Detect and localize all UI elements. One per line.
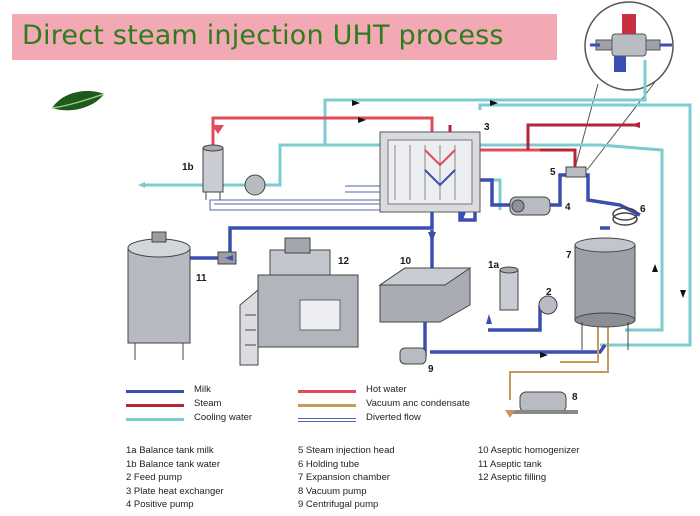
legend-label: Milk: [194, 384, 211, 395]
label-7: 7: [566, 250, 572, 261]
component-item: 1a Balance tank milk: [126, 445, 214, 456]
cooling-water-lines: [145, 60, 692, 347]
legend-swatch: [126, 390, 184, 393]
aseptic-tank: [127, 231, 237, 360]
label-1a: 1a: [488, 260, 500, 271]
balance-tank-water: [202, 144, 224, 200]
legend-label: Diverted flow: [366, 412, 421, 423]
component-item: 8 Vacuum pump: [298, 485, 367, 497]
vacuum-pump: [508, 391, 578, 414]
legend-swatch: [298, 404, 356, 407]
legend-swatch: [298, 418, 356, 422]
flow-arrows: [138, 100, 686, 418]
positive-pump: [509, 196, 551, 216]
label-6: 6: [640, 204, 646, 215]
label-1b: 1b: [182, 162, 194, 173]
component-item: 4 Positive pump: [126, 499, 194, 510]
label-10: 10: [400, 256, 412, 267]
legend-swatch: [298, 390, 356, 393]
component-list-col2: 5 Steam injection head 6 Holding tube 7 …: [298, 444, 395, 512]
component-item: 1b Balance tank water: [126, 458, 221, 470]
vacuum-lines: [509, 325, 609, 400]
label-4: 4: [565, 202, 571, 213]
diverted-flow-lines: [209, 185, 460, 211]
component-item: 10 Aseptic homogenizer: [478, 445, 580, 456]
component-item: 11 Aseptic tank: [478, 458, 542, 470]
centrifugal-pump: [399, 347, 427, 365]
legend-label: Vacuum anc condensate: [366, 398, 470, 409]
component-item: 2 Feed pump: [126, 472, 182, 483]
label-3: 3: [484, 122, 490, 133]
pump-1b: [244, 174, 266, 196]
title-banner: Direct steam injection UHT process: [12, 14, 557, 60]
balance-tank-milk: [499, 266, 519, 311]
aseptic-filling: [239, 237, 359, 366]
component-item: 9 Centrifugal pump: [298, 499, 379, 510]
diagram-title: Direct steam injection UHT process: [22, 20, 504, 51]
component-item: 7 Expansion chamber: [298, 472, 390, 483]
label-12: 12: [338, 256, 350, 267]
feed-pump: [538, 295, 558, 315]
leaf-decoration: [51, 90, 104, 111]
label-5: 5: [550, 167, 556, 178]
label-9: 9: [428, 364, 434, 375]
expansion-chamber: [574, 237, 636, 350]
component-list-col1: 1a Balance tank milk 1b Balance tank wat…: [126, 444, 224, 512]
steam-injection-head: [565, 166, 587, 178]
label-2: 2: [546, 287, 552, 298]
legend-label: Hot water: [366, 384, 407, 395]
injection-head-detail: [584, 1, 674, 91]
holding-tube: [612, 207, 638, 226]
label-11: 11: [196, 273, 207, 284]
aseptic-homogenizer: [378, 267, 472, 323]
legend-swatch: [126, 404, 184, 407]
hot-water-lines: [211, 116, 540, 152]
legend-label: Cooling water: [194, 412, 253, 423]
legend-label: Steam: [194, 398, 222, 409]
label-8: 8: [572, 392, 578, 403]
plate-heat-exchanger: [379, 131, 481, 213]
component-item: 6 Holding tube: [298, 458, 360, 470]
component-item: 5 Steam injection head: [298, 445, 395, 456]
component-list-col3: 10 Aseptic homogenizer 11 Aseptic tank 1…: [478, 444, 579, 485]
component-item: 3 Plate heat exchanger: [126, 485, 224, 497]
legend-swatch: [126, 418, 184, 421]
component-item: 12 Aseptic filling: [478, 472, 547, 483]
